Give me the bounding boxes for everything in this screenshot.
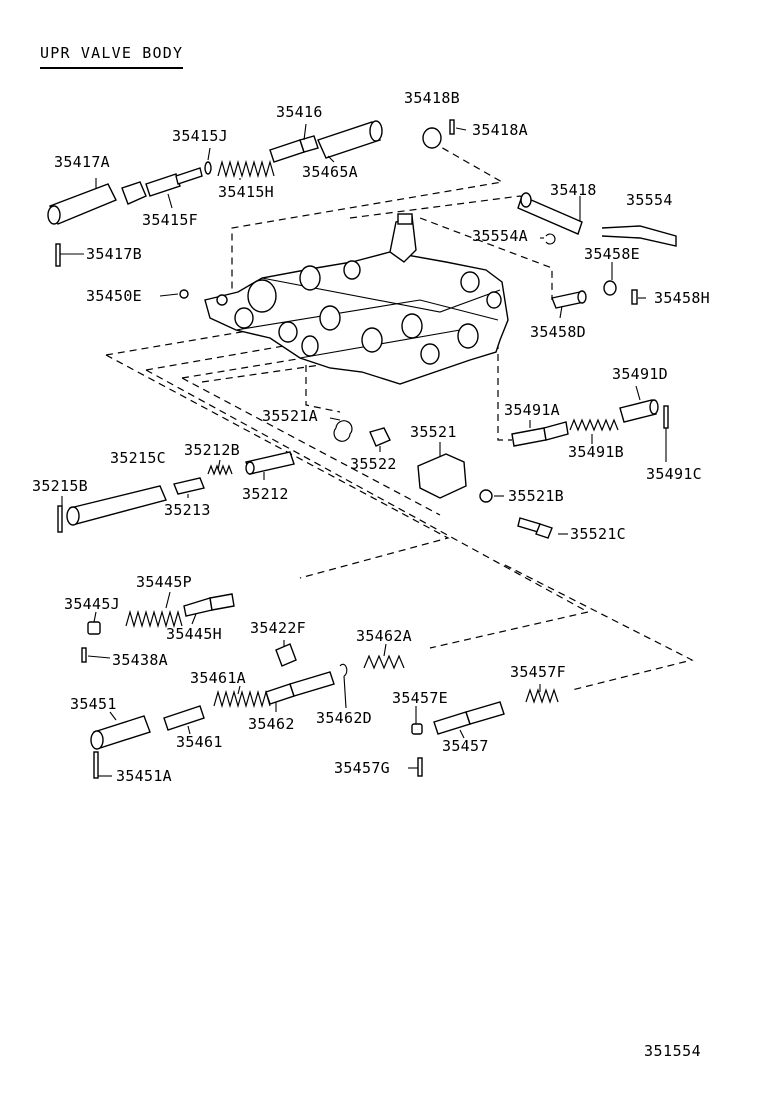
pin-35418a	[449, 119, 455, 135]
spring-35462a	[363, 654, 405, 670]
part-label-35491c: 35491C	[646, 465, 702, 483]
ball-35450e	[179, 289, 189, 299]
part-label-35554: 35554	[626, 191, 673, 209]
part-label-35457g: 35457G	[334, 759, 390, 777]
valve-35415f	[121, 167, 203, 205]
part-label-35521a: 35521A	[262, 407, 318, 425]
plug-35461	[163, 705, 205, 731]
ring-35415j	[204, 161, 212, 175]
part-label-35462: 35462	[248, 715, 295, 733]
rod-35554	[601, 225, 677, 247]
pin-35457g	[417, 757, 423, 777]
plate-35422f	[275, 643, 297, 667]
part-label-35422f: 35422F	[250, 619, 306, 637]
part-label-35417b: 35417B	[86, 245, 142, 263]
part-label-35522: 35522	[350, 455, 397, 473]
part-label-35213: 35213	[164, 501, 211, 519]
pin-35458h	[631, 289, 638, 305]
part-label-35458d: 35458D	[530, 323, 586, 341]
part-label-35461: 35461	[176, 733, 223, 751]
illustration-reference-number: 351554	[644, 1042, 702, 1060]
part-label-35415h: 35415H	[218, 183, 274, 201]
part-label-35465a: 35465A	[302, 163, 358, 181]
part-label-35418b: 35418B	[404, 89, 460, 107]
part-label-35416: 35416	[276, 103, 323, 121]
part-label-35554a: 35554A	[472, 227, 528, 245]
pin-35417b	[55, 243, 61, 267]
part-label-35457: 35457	[442, 737, 489, 755]
part-label-35418: 35418	[550, 181, 597, 199]
part-label-35415f: 35415F	[142, 211, 198, 229]
diagram-title: UPR VALVE BODY	[40, 44, 184, 69]
valve-35491a	[511, 421, 569, 447]
part-label-35212: 35212	[242, 485, 289, 503]
part-label-35462a: 35462A	[356, 627, 412, 645]
spring-35445p	[125, 609, 183, 629]
sleeve-35491d	[619, 399, 659, 423]
clip-35462d	[339, 663, 348, 677]
spring-35457f	[525, 688, 559, 704]
part-label-35491b: 35491B	[568, 443, 624, 461]
part-label-35462d: 35462D	[316, 709, 372, 727]
part-label-35451a: 35451A	[116, 767, 172, 785]
valve-35462	[265, 671, 335, 705]
part-label-35212b: 35212B	[184, 441, 240, 459]
valve-35457	[433, 701, 505, 735]
spring-35521a	[333, 420, 353, 442]
plug-35457e	[411, 723, 423, 735]
part-label-35417a: 35417A	[54, 153, 110, 171]
valve-35465a	[317, 120, 383, 159]
part-label-35418a: 35418A	[472, 121, 528, 139]
valve-body-housing	[204, 213, 509, 385]
sleeve-35417a	[47, 183, 117, 225]
pin-35451a	[93, 751, 99, 779]
pin-35491c	[663, 405, 669, 429]
part-label-35491a: 35491A	[504, 401, 560, 419]
part-label-35491d: 35491D	[612, 365, 668, 383]
part-label-35445j: 35445J	[64, 595, 120, 613]
plug-35418b	[422, 127, 442, 149]
part-label-35415j: 35415J	[172, 127, 228, 145]
spring-35415h	[217, 159, 275, 179]
part-label-35438a: 35438A	[112, 651, 168, 669]
valve-35445h	[183, 593, 235, 617]
part-label-35450e: 35450E	[86, 287, 142, 305]
plug-35445j	[87, 621, 101, 635]
plug-35522	[369, 427, 391, 447]
part-label-35445h: 35445H	[166, 625, 222, 643]
part-label-35458h: 35458H	[654, 289, 710, 307]
valve-35458d	[551, 290, 587, 309]
plug-35416	[269, 135, 319, 163]
part-label-35521c: 35521C	[570, 525, 626, 543]
pin-35215b	[57, 505, 63, 533]
valve-parts	[47, 119, 677, 779]
washer-35521b	[479, 489, 493, 503]
part-label-35458e: 35458E	[584, 245, 640, 263]
spring-35212b	[207, 464, 233, 476]
part-label-35521b: 35521B	[508, 487, 564, 505]
part-label-35215b: 35215B	[32, 477, 88, 495]
clip-35554a	[545, 233, 556, 245]
part-label-35445p: 35445P	[136, 573, 192, 591]
part-label-35457f: 35457F	[510, 663, 566, 681]
plug-35213	[173, 477, 205, 495]
part-label-35215c: 35215C	[110, 449, 166, 467]
part-label-35521: 35521	[410, 423, 457, 441]
pin-35438a	[81, 647, 87, 663]
bolt-35521c	[517, 517, 553, 539]
spring-35461a	[213, 689, 271, 709]
part-label-35461a: 35461A	[190, 669, 246, 687]
plug-35458e	[603, 280, 617, 296]
spring-35491b	[569, 418, 619, 432]
cam-35521	[417, 453, 467, 499]
leader-lines	[60, 123, 667, 777]
sleeve-35215c	[66, 485, 167, 526]
part-label-35451: 35451	[70, 695, 117, 713]
valve-35418	[517, 192, 583, 235]
part-label-35457e: 35457E	[392, 689, 448, 707]
sleeve-35451	[90, 715, 151, 750]
valve-35212	[245, 451, 295, 475]
